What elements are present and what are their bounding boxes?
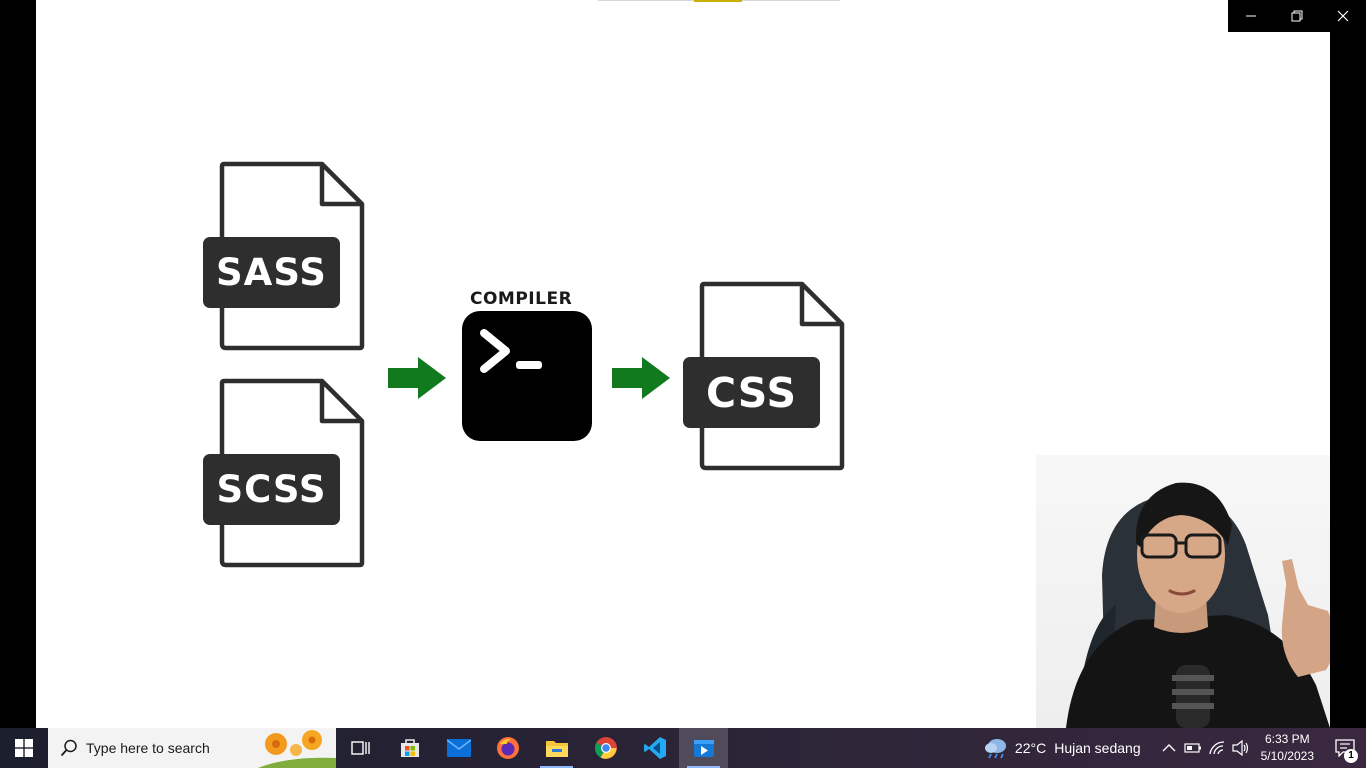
video-frame: SASS SCSS COMPILER CSS xyxy=(36,0,1330,728)
chrome-button[interactable] xyxy=(581,728,630,768)
mail-button[interactable] xyxy=(434,728,483,768)
speaker-icon xyxy=(1232,740,1248,756)
scss-label: SCSS xyxy=(216,468,327,511)
compiler-label: COMPILER xyxy=(470,289,573,309)
search-icon xyxy=(60,739,78,757)
action-center-button[interactable]: 1 xyxy=(1324,728,1366,768)
task-view-icon xyxy=(350,741,370,755)
sass-label: SASS xyxy=(216,251,327,294)
start-button[interactable] xyxy=(0,728,48,768)
close-button[interactable] xyxy=(1320,0,1366,32)
media-player-button[interactable] xyxy=(679,728,728,768)
firefox-button[interactable] xyxy=(483,728,532,768)
store-button[interactable] xyxy=(385,728,434,768)
firefox-icon xyxy=(496,737,519,759)
search-highlight-flowers-icon xyxy=(258,730,336,768)
close-icon xyxy=(1337,10,1349,22)
css-badge: CSS xyxy=(683,357,820,428)
sass-badge: SASS xyxy=(203,237,340,308)
search-placeholder: Type here to search xyxy=(86,740,210,756)
clock[interactable]: 6:33 PM 5/10/2023 xyxy=(1261,731,1314,765)
mail-icon xyxy=(446,739,471,757)
notification-icon xyxy=(1335,739,1355,757)
weather-temp: 22°C xyxy=(1014,740,1047,756)
store-icon xyxy=(400,739,419,757)
wifi-icon xyxy=(1208,741,1224,755)
battery-icon xyxy=(1184,743,1201,753)
rain-cloud-icon xyxy=(984,739,1006,759)
task-view-button[interactable] xyxy=(336,728,385,768)
network-button[interactable] xyxy=(1205,728,1229,768)
windows-logo-icon xyxy=(15,739,33,757)
vscode-icon xyxy=(643,737,666,759)
minimize-icon xyxy=(1246,15,1256,17)
volume-button[interactable] xyxy=(1229,728,1253,768)
weather-condition: Hujan sedang xyxy=(1054,740,1141,756)
vscode-button[interactable] xyxy=(630,728,679,768)
webcam-overlay xyxy=(1036,455,1330,728)
chevron-up-icon xyxy=(1162,744,1176,752)
file-explorer-button[interactable] xyxy=(532,728,581,768)
clock-time: 6:33 PM xyxy=(1264,732,1310,746)
presenter-image xyxy=(1066,482,1330,728)
minimize-button[interactable] xyxy=(1228,0,1274,32)
terminal-icon xyxy=(462,311,592,441)
weather-widget[interactable]: 22°C Hujan sedang xyxy=(983,737,1141,759)
window-controls xyxy=(1228,0,1366,32)
media-player-icon xyxy=(693,740,714,757)
slide-top-strip xyxy=(598,0,840,2)
chrome-icon xyxy=(594,737,617,759)
arrow-right-icon xyxy=(612,357,670,399)
css-label: CSS xyxy=(705,368,798,417)
notification-count-badge: 1 xyxy=(1344,749,1358,763)
arrow-right-icon xyxy=(388,357,446,399)
taskbar-search-box[interactable]: Type here to search xyxy=(48,728,336,768)
battery-button[interactable] xyxy=(1181,728,1205,768)
restore-button[interactable] xyxy=(1274,0,1320,32)
folder-icon xyxy=(545,741,568,757)
clock-date: 5/10/2023 xyxy=(1260,749,1314,763)
show-hidden-icons-button[interactable] xyxy=(1157,728,1181,768)
scss-badge: SCSS xyxy=(203,454,340,525)
system-tray: 22°C Hujan sedang xyxy=(983,728,1366,768)
taskbar: Type here to search xyxy=(0,728,1366,768)
restore-icon xyxy=(1291,10,1303,22)
